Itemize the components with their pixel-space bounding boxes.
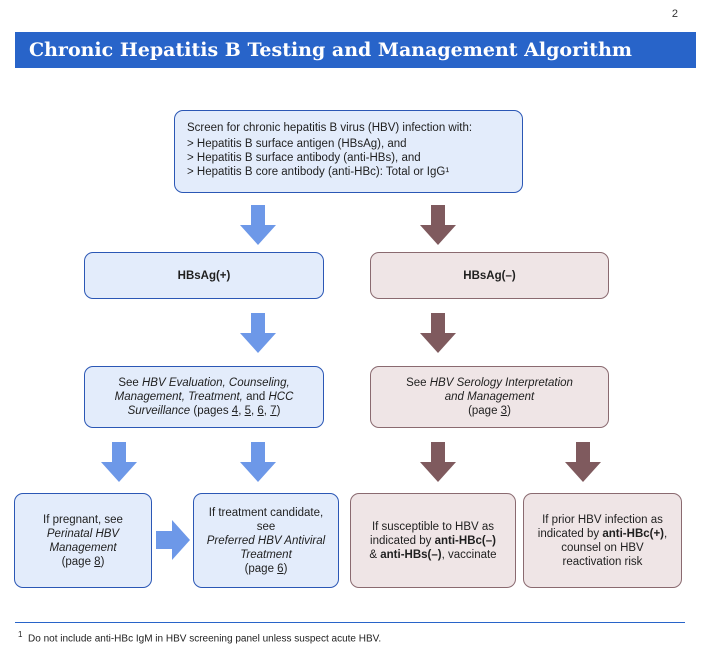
- screening-item-anti-hbc: > Hepatitis B core antibody (anti-HBc): …: [187, 166, 450, 178]
- treatment-box: If treatment candidate, see Preferred HB…: [193, 493, 339, 588]
- arrow-down-icon: [565, 442, 601, 482]
- antiviral-treatment-link[interactable]: Preferred HBV Antiviral Treatment: [206, 534, 326, 561]
- page-link-4[interactable]: 4: [231, 405, 239, 417]
- page-link-6[interactable]: 6: [257, 405, 264, 417]
- page-link-8[interactable]: 8: [94, 555, 101, 568]
- evaluation-pages-suffix: ): [276, 405, 281, 417]
- prior-text1: If prior HBV infection as indicated by: [537, 513, 663, 540]
- anti-hbs-neg-label: anti-HBs(–): [380, 548, 442, 561]
- screening-intro: Screen for chronic hepatitis B virus (HB…: [187, 122, 473, 134]
- serology-box: See HBV Serology Interpretation and Mana…: [370, 366, 609, 428]
- footnote-marker: 1: [18, 630, 23, 639]
- anti-hbc-neg-label: anti-HBc(–): [434, 534, 496, 547]
- page-link-3[interactable]: 3: [500, 405, 508, 417]
- footer-divider: [15, 622, 685, 623]
- susceptible-text3: , vaccinate: [441, 548, 497, 561]
- arrow-right-icon: [156, 520, 190, 560]
- susceptible-box: If susceptible to HBV as indicated by an…: [350, 493, 516, 588]
- arrow-down-icon: [420, 313, 456, 353]
- separator: ,: [238, 405, 245, 417]
- hbsag-positive-box: HBsAg(+): [84, 252, 324, 299]
- page-link-5[interactable]: 5: [244, 405, 251, 417]
- serology-page-close: ): [507, 405, 511, 417]
- pregnant-line1: If pregnant, see: [43, 513, 123, 526]
- evaluation-box: See HBV Evaluation, Counseling, Manageme…: [84, 366, 324, 428]
- anti-hbc-pos-label: anti-HBc(+): [602, 527, 665, 540]
- evaluation-prefix: See: [118, 377, 142, 389]
- footnote-text: Do not include anti-HBc IgM in HBV scree…: [28, 633, 382, 645]
- page-link-6b[interactable]: 6: [277, 562, 284, 575]
- perinatal-link[interactable]: Perinatal HBV Management: [46, 527, 120, 554]
- arrow-down-icon: [240, 313, 276, 353]
- treatment-line1: If treatment candidate, see: [208, 506, 324, 533]
- pregnant-box: If pregnant, see Perinatal HBV Managemen…: [14, 493, 152, 588]
- arrow-down-icon: [240, 442, 276, 482]
- screening-item-hbsag: > Hepatitis B surface antigen (HBsAg), a…: [187, 138, 407, 150]
- serology-page-open: (page: [468, 405, 501, 417]
- arrow-down-icon: [420, 205, 456, 245]
- separator: ,: [263, 405, 271, 417]
- screening-item-anti-hbs: > Hepatitis B surface antibody (anti-HBs…: [187, 152, 421, 164]
- footnote: 1 Do not include anti-HBc IgM in HBV scr…: [18, 630, 381, 644]
- page-title: Chronic Hepatitis B Testing and Manageme…: [15, 32, 696, 68]
- susceptible-text2: &: [369, 548, 381, 561]
- hbsag-positive-label: HBsAg(+): [177, 269, 231, 282]
- hbsag-negative-box: HBsAg(–): [370, 252, 609, 299]
- arrow-down-icon: [240, 205, 276, 245]
- arrow-down-icon: [420, 442, 456, 482]
- prior-infection-box: If prior HBV infection as indicated by a…: [523, 493, 682, 588]
- separator: ,: [250, 405, 258, 417]
- susceptible-text1: If susceptible to HBV as indicated by: [370, 520, 495, 547]
- screening-box: Screen for chronic hepatitis B virus (HB…: [174, 110, 523, 193]
- pregnant-page-open: (page: [61, 555, 95, 568]
- page-link-7[interactable]: 7: [270, 405, 277, 417]
- serology-link[interactable]: HBV Serology Interpretation and Manageme…: [429, 377, 573, 403]
- evaluation-pages-prefix: (pages: [190, 405, 232, 417]
- evaluation-mid: and: [242, 391, 269, 403]
- pregnant-page-close: ): [100, 555, 105, 568]
- hbsag-negative-label: HBsAg(–): [463, 269, 516, 282]
- evaluation-link[interactable]: HBV Evaluation, Counseling, Management, …: [114, 377, 290, 403]
- treatment-page-close: ): [283, 562, 288, 575]
- screening-list: > Hepatitis B surface antigen (HBsAg), a…: [187, 137, 472, 179]
- page-number: 2: [671, 8, 678, 20]
- prior-text2: , counsel on HBV reactivation risk: [561, 527, 668, 568]
- hcc-surveillance-link[interactable]: HCC Surveillance: [127, 391, 294, 417]
- treatment-page-open: (page: [244, 562, 278, 575]
- serology-prefix: See: [406, 377, 430, 389]
- arrow-down-icon: [101, 442, 137, 482]
